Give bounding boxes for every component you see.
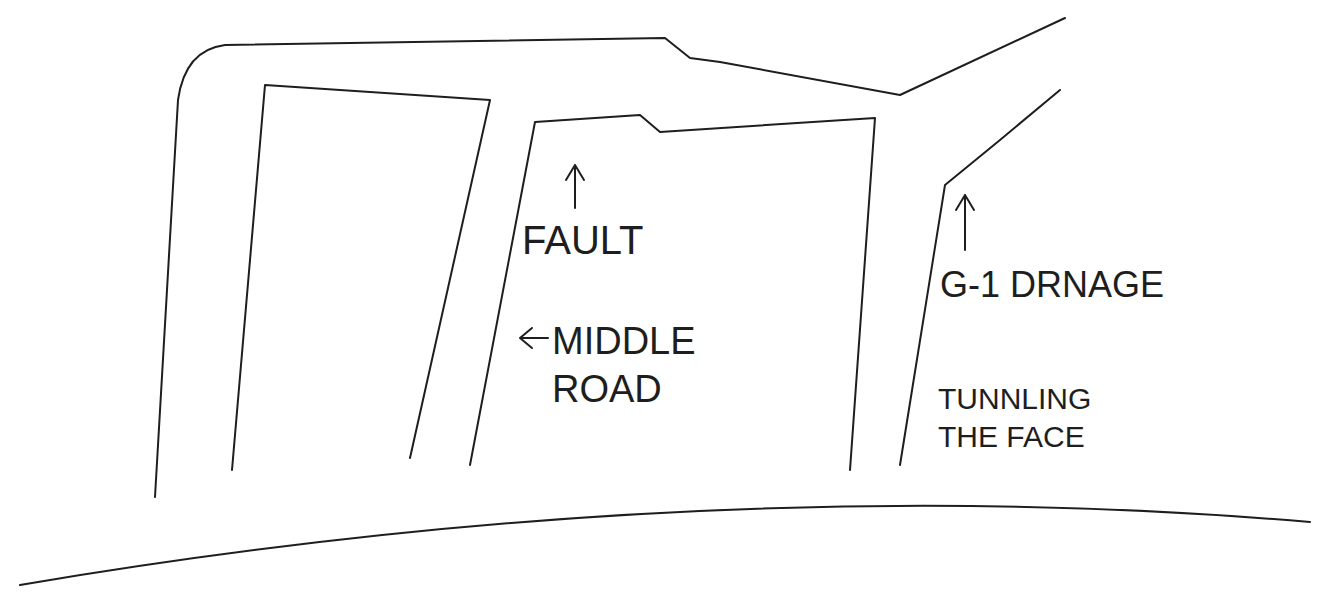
road-label: MIDDLE ROAD xyxy=(552,318,722,413)
fault-arrow xyxy=(566,165,584,208)
fault-label: FAULT xyxy=(522,215,682,265)
face-label: TUNNLING THE FACE xyxy=(938,380,1113,455)
drainage-label: G-1 DRNAGE xyxy=(940,262,1240,307)
left-pillar xyxy=(232,85,490,470)
bottom-boundary xyxy=(20,506,1310,585)
drainage-arrow xyxy=(956,195,974,250)
road-arrow xyxy=(520,328,548,348)
middle-pillar xyxy=(470,115,875,470)
outer-road-edge xyxy=(155,18,1065,497)
